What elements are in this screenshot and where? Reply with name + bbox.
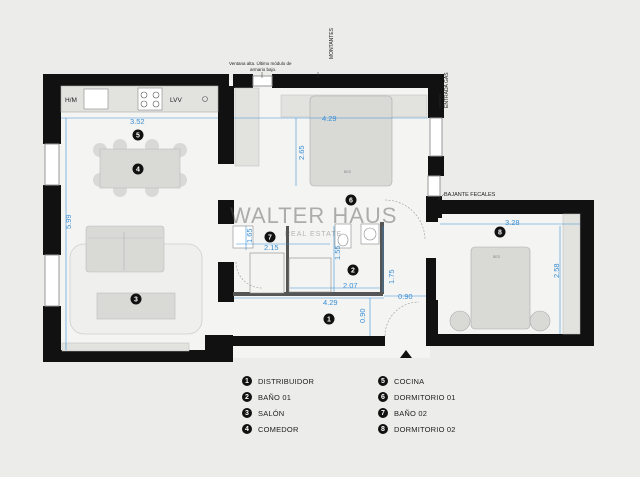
room-markers bbox=[130, 129, 506, 325]
legend-label: BAÑO 02 bbox=[394, 408, 428, 418]
dim-salon-depth: 5.99 bbox=[64, 214, 73, 229]
lvv-label: LVV bbox=[170, 97, 182, 104]
room-marker-6 bbox=[345, 194, 357, 206]
dim-dist-small: 0.90 bbox=[398, 292, 413, 301]
dim-dist-width: 4.29 bbox=[323, 298, 338, 307]
room-marker-label-1: 1 bbox=[327, 317, 331, 324]
room-marker-8 bbox=[494, 226, 506, 238]
room-marker-labels: 5 4 3 6 7 2 1 8 bbox=[134, 133, 502, 324]
dim-dorm2-width: 3.28 bbox=[505, 218, 520, 227]
room-marker-7 bbox=[264, 231, 276, 243]
legend-number: 6 bbox=[378, 392, 388, 402]
room-legend: 1 DISTRIBUIDOR 2 BAÑO 01 3 SALÓN 4 COMED… bbox=[242, 376, 502, 440]
bedroom2-furniture bbox=[449, 213, 581, 335]
legend-label: DORMITORIO 02 bbox=[394, 424, 456, 434]
dining-table bbox=[93, 139, 187, 197]
dim-hall-depth: 1.75 bbox=[387, 269, 396, 284]
legend-number: 7 bbox=[378, 408, 388, 418]
room-marker-3 bbox=[130, 293, 142, 305]
legend-number: 3 bbox=[242, 408, 252, 418]
legend-label: COMEDOR bbox=[258, 424, 299, 434]
dim-bano2-depth: 1.55 bbox=[333, 245, 342, 260]
dim-dorm1-depth: 2.65 bbox=[297, 145, 306, 160]
hm-label: H/M bbox=[65, 97, 77, 104]
entrada-gas-label: ENTRADA GAS bbox=[444, 72, 450, 108]
room-marker-5 bbox=[132, 129, 144, 141]
window-note-1: Ventana alta. Último módulo de bbox=[229, 60, 292, 66]
legend-number: 1 bbox=[242, 376, 252, 386]
legend-item: 7 BAÑO 02 bbox=[378, 408, 427, 418]
room-marker-1 bbox=[323, 313, 335, 325]
legend-item: 8 DORMITORIO 02 bbox=[378, 424, 456, 434]
room-marker-label-6: 6 bbox=[349, 198, 353, 205]
dim-dorm1-width: 4.29 bbox=[322, 114, 337, 123]
watermark-brand: WALTER HAUS bbox=[230, 203, 397, 228]
room-marker-label-8: 8 bbox=[498, 230, 502, 237]
annotation-leaders bbox=[261, 72, 445, 201]
legend-label: COCINA bbox=[394, 376, 425, 386]
legend-label: BAÑO 01 bbox=[258, 392, 292, 402]
windows bbox=[44, 75, 443, 307]
legend-label: DISTRIBUIDOR bbox=[258, 376, 315, 386]
room-marker-label-5: 5 bbox=[136, 133, 140, 140]
living-furniture bbox=[61, 225, 203, 352]
room-marker-2 bbox=[347, 264, 359, 276]
dim-salon-width: 3.52 bbox=[130, 117, 145, 126]
doors bbox=[235, 199, 426, 337]
legend-number: 5 bbox=[378, 376, 388, 386]
legend-number: 8 bbox=[378, 424, 388, 434]
walls bbox=[43, 74, 594, 362]
dim-dist-depth: 0.90 bbox=[358, 308, 367, 323]
legend-item: 5 COCINA bbox=[378, 376, 424, 386]
legend-label: SALÓN bbox=[258, 408, 285, 418]
entrance-marker bbox=[400, 350, 412, 358]
annotation-texts: Ventana alta. Último módulo de armario b… bbox=[229, 27, 496, 198]
room-marker-label-2: 2 bbox=[351, 268, 355, 275]
bed1-label: BED bbox=[344, 170, 352, 174]
legend-label: DORMITORIO 01 bbox=[394, 392, 456, 402]
legend-number: 4 bbox=[242, 424, 252, 434]
bedroom1-furniture bbox=[234, 87, 428, 224]
legend-item: 4 COMEDOR bbox=[242, 424, 299, 434]
room-marker-4 bbox=[132, 163, 144, 175]
watermark-sub: REAL ESTATE bbox=[285, 231, 342, 238]
dimension-labels: 3.52 5.99 4.29 2.65 2.15 1.65 1.55 2.07 … bbox=[64, 114, 561, 323]
dim-bano-depth: 1.65 bbox=[245, 228, 254, 243]
room-marker-label-4: 4 bbox=[136, 167, 140, 174]
kitchen-counter bbox=[60, 85, 219, 113]
bathroom-fixtures bbox=[232, 223, 380, 294]
montantes-label: MONTANTES bbox=[329, 27, 335, 59]
window-note-2: armario bajo. bbox=[250, 67, 276, 72]
legend-item: 6 DORMITORIO 01 bbox=[378, 392, 456, 402]
legend-item: 1 DISTRIBUIDOR bbox=[242, 376, 314, 386]
legend-item: 3 SALÓN bbox=[242, 408, 284, 418]
legend-number: 2 bbox=[242, 392, 252, 402]
room-marker-label-3: 3 bbox=[134, 297, 138, 304]
legend-item: 2 BAÑO 01 bbox=[242, 392, 291, 402]
room-marker-label-7: 7 bbox=[268, 235, 272, 242]
bajante-label: BAJANTE FECALES bbox=[444, 192, 496, 198]
dim-bano2-width: 2.07 bbox=[343, 281, 358, 290]
dim-dorm2-depth: 2.58 bbox=[552, 263, 561, 278]
dimension-lines bbox=[61, 117, 580, 350]
bed2-label: BED bbox=[493, 255, 501, 259]
dim-bano-width: 2.15 bbox=[264, 243, 279, 252]
